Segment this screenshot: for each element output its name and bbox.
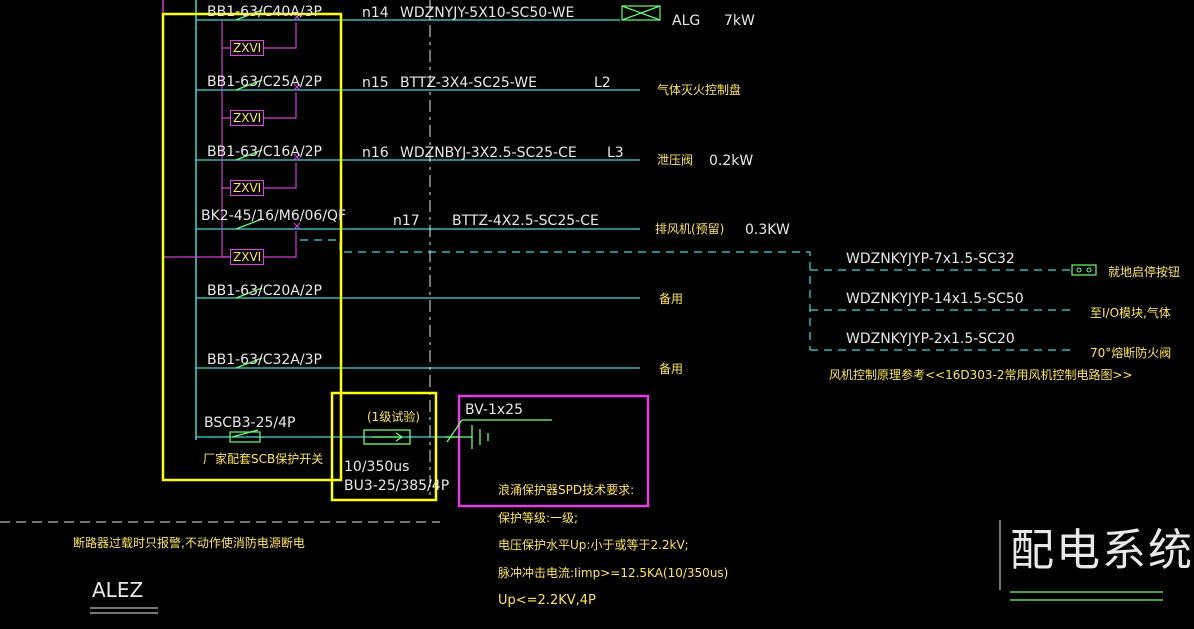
breaker-symbols — [231, 9, 263, 438]
load-name: 排风机(预留) — [655, 222, 725, 236]
load-name: 备用 — [659, 362, 684, 376]
circuit-number: n16 — [362, 145, 389, 161]
circuit-lines — [196, 19, 640, 438]
control-reference: 风机控制原理参考<<16D303-2常用风机控制电路图>> — [829, 368, 1133, 382]
scb-note: 厂家配套SCB保护开关 — [203, 452, 324, 466]
zxvi-module: ZXVI — [230, 249, 264, 265]
zxvi-wiring — [163, 20, 297, 258]
load-power: 0.2kW — [709, 153, 754, 169]
breaker-label: BB1-63/C16A/2P — [207, 144, 322, 160]
breaker-marks — [293, 13, 301, 230]
load-power: 7kW — [724, 13, 755, 29]
ground-symbol — [445, 419, 552, 449]
spd-model: BU3-25/385/4P — [344, 478, 450, 494]
cable-spec: BTTZ-4X2.5-SC25-CE — [452, 213, 599, 229]
breaker-enclosure — [161, 12, 343, 482]
phase-label: L2 — [594, 75, 611, 91]
push-button-symbol — [1071, 264, 1097, 276]
spd-test-class: (1级试验) — [367, 410, 420, 424]
circuit-number: n15 — [362, 75, 389, 91]
zxvi-module: ZXVI — [230, 110, 264, 126]
zxvi-module: ZXVI — [230, 40, 264, 56]
spd-enclosure — [330, 391, 438, 502]
circuit-number: n17 — [393, 213, 420, 229]
control-cable: WDZNKYJYP-2x1.5-SC20 — [846, 331, 1015, 347]
spd-req-line: 电压保护水平Up:小于或等于2.2kV; — [498, 538, 689, 552]
control-dest: 就地启停按钮 — [1108, 265, 1181, 279]
scb-label: BSCB3-25/4P — [204, 415, 296, 431]
breaker-label: BB1-63/C20A/2P — [207, 283, 322, 299]
breaker-label: BK2-45/16/M6/06/QF — [201, 208, 347, 224]
control-dashed — [300, 239, 1070, 351]
control-cable: WDZNKYJYP-14x1.5-SC50 — [846, 291, 1024, 307]
spd-waveform: 10/350us — [344, 459, 410, 475]
panel-name: ALEZ — [92, 578, 144, 602]
spd-req-title: 浪涌保护器SPD技术要求: — [498, 483, 635, 497]
load-name: ALG — [672, 13, 701, 29]
zxvi-module: ZXVI — [230, 180, 264, 196]
spd-requirements-box — [457, 394, 650, 508]
breaker-label: BB1-63/C25A/2P — [207, 74, 322, 90]
load-power: 0.3KW — [745, 222, 790, 238]
control-dest: 至I/O模块,气体 — [1090, 306, 1171, 320]
breaker-label: BB1-63/C32A/3P — [207, 352, 322, 368]
phase-label: L3 — [607, 145, 624, 161]
load-name: 气体灭火控制盘 — [657, 83, 742, 97]
control-cable: WDZNKYJYP-7x1.5-SC32 — [846, 251, 1015, 267]
alg-box — [621, 5, 661, 21]
load-name: 备用 — [659, 292, 684, 306]
circuit-number: n14 — [362, 5, 389, 21]
cable-spec: WDZNBYJ-3X2.5-SC25-CE — [400, 145, 577, 161]
control-dest: 70°熔断防火阀 — [1090, 346, 1172, 360]
spd-req-line: 保护等级:一级; — [498, 511, 579, 525]
spd-req-line: Up<=2.2KV,4P — [498, 593, 596, 608]
cable-spec: WDZNYJY-5X10-SC50-WE — [400, 5, 575, 21]
breaker-note: 断路器过载时只报警,不动作使消防电源断电 — [73, 536, 305, 550]
scb-symbol — [229, 431, 261, 443]
drawing-title: 配电系统 — [1010, 525, 1194, 576]
load-name: 泄压阀 — [657, 153, 694, 167]
spd-symbol — [363, 429, 411, 445]
spd-req-line: 脉冲冲击电流:Iimp>=12.5KA(10/350us) — [498, 566, 729, 580]
breaker-label: BB1-63/C40A/3P — [207, 4, 322, 20]
cable-spec: BTTZ-3X4-SC25-WE — [400, 75, 537, 91]
ground-cable: BV-1x25 — [465, 402, 523, 418]
